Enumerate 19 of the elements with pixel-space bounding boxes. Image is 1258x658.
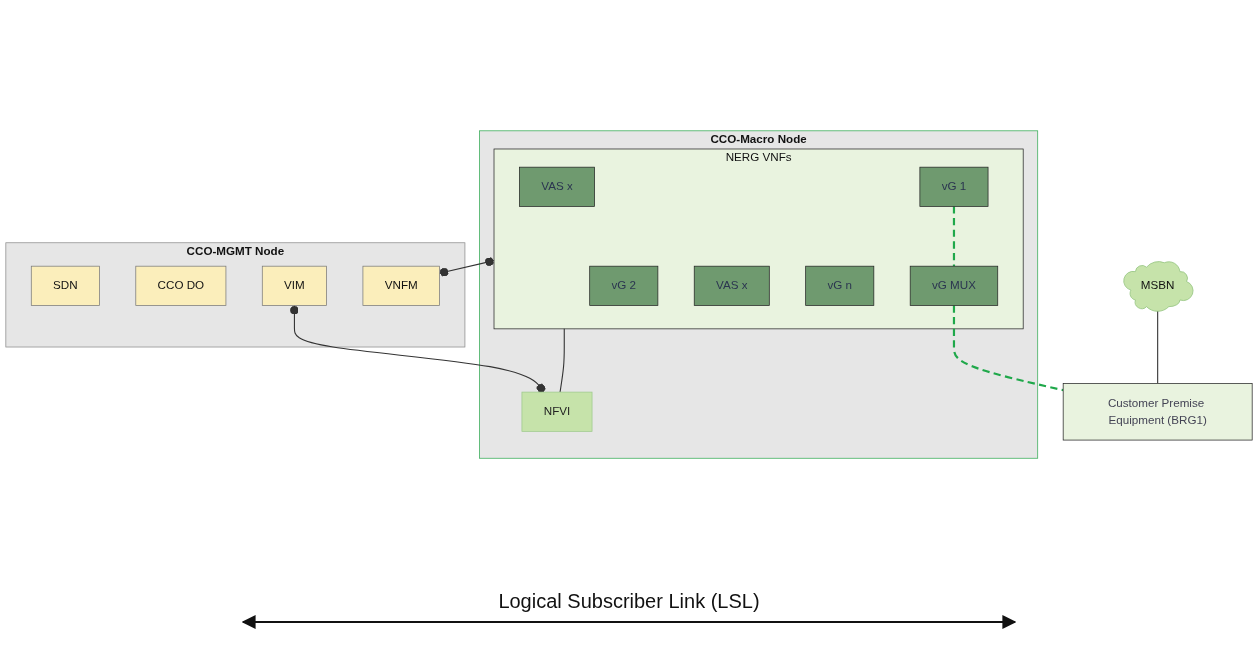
connector <box>952 305 1064 392</box>
node-box: vG 2 <box>589 266 659 307</box>
node-box: VAS x <box>519 167 595 208</box>
connector <box>290 305 546 394</box>
connector <box>438 257 495 278</box>
node-box: NFVI <box>521 392 593 433</box>
node-box: Customer Premise Equipment (BRG1) <box>1062 383 1253 441</box>
node-box: VAS x <box>693 266 770 307</box>
connector <box>1157 310 1159 385</box>
node-box: vG 1 <box>919 167 989 208</box>
connector <box>952 206 956 267</box>
connector <box>559 328 565 394</box>
node-box: SDN <box>30 266 100 307</box>
node-box: vG n <box>805 266 875 307</box>
node-box: VIM <box>261 266 327 307</box>
node-box: VNFM <box>362 266 440 307</box>
node-box: vG MUX <box>909 266 999 307</box>
link-span-label: Logical Subscriber Link (LSL) <box>498 590 760 613</box>
node-box: CCO DO <box>135 266 227 307</box>
